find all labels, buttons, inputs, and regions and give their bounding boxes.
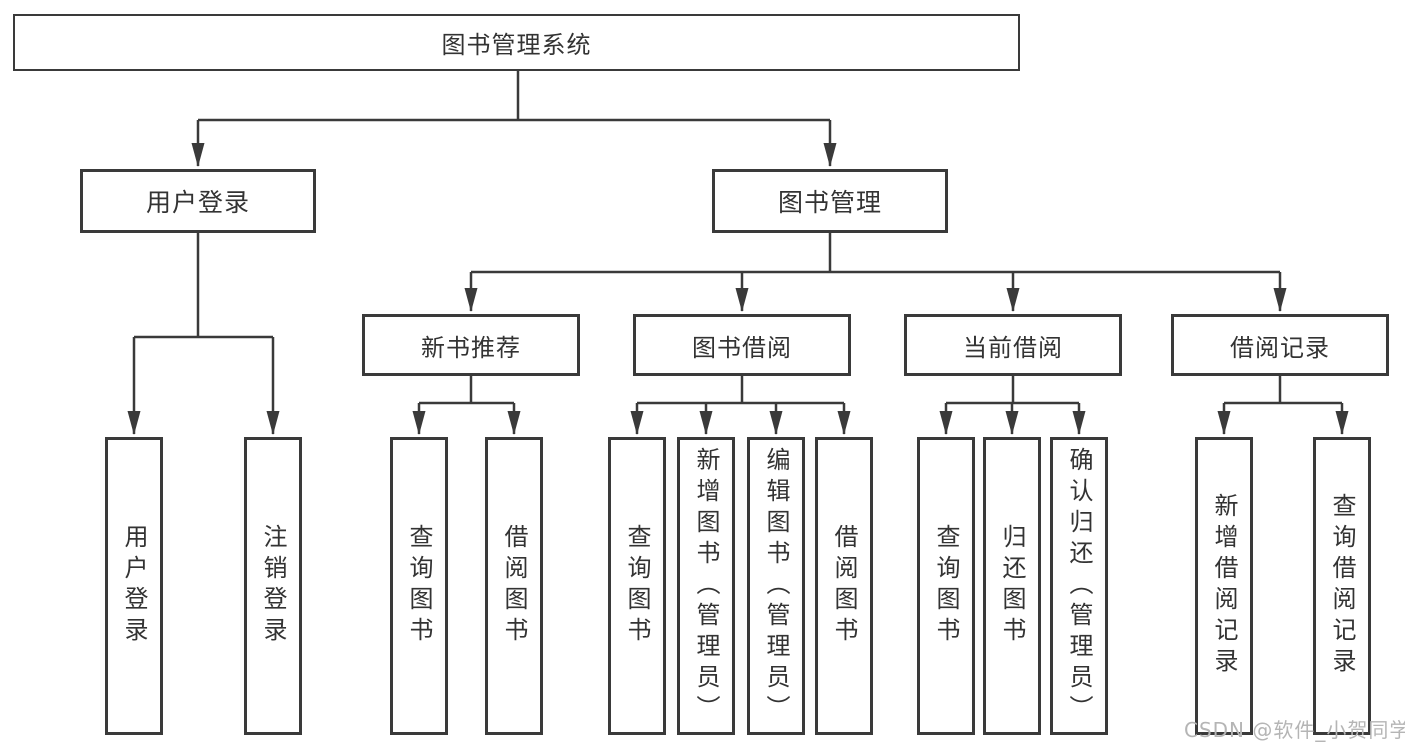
leaf-return-books: 归还图书 bbox=[983, 437, 1041, 735]
leaf-borrow-books-recommend: 借阅图书 bbox=[485, 437, 543, 735]
csdn-watermark: CSDN @软件_小贺同学 bbox=[1184, 718, 1405, 742]
leaf-query-books-current: 查询图书 bbox=[917, 437, 975, 735]
leaf-add-books-admin: 新增图书（管理员） bbox=[677, 437, 735, 735]
leaf-query-borrow-record: 查询借阅记录 bbox=[1313, 437, 1371, 735]
node-user-login: 用户登录 bbox=[80, 169, 316, 233]
node-book-management: 图书管理 bbox=[712, 169, 948, 233]
leaf-logout: 注销登录 bbox=[244, 437, 302, 735]
node-borrow-records: 借阅记录 bbox=[1171, 314, 1389, 376]
node-current-borrow: 当前借阅 bbox=[904, 314, 1122, 376]
leaf-user-login: 用户登录 bbox=[105, 437, 163, 735]
node-new-book-recommend: 新书推荐 bbox=[362, 314, 580, 376]
leaf-edit-books-admin: 编辑图书（管理员） bbox=[747, 437, 805, 735]
leaf-borrow-books: 借阅图书 bbox=[815, 437, 873, 735]
leaf-query-books-recommend: 查询图书 bbox=[390, 437, 448, 735]
leaf-query-books-borrow: 查询图书 bbox=[608, 437, 666, 735]
node-book-borrow: 图书借阅 bbox=[633, 314, 851, 376]
leaf-add-borrow-record: 新增借阅记录 bbox=[1195, 437, 1253, 735]
leaf-confirm-return-admin: 确认归还（管理员） bbox=[1050, 437, 1108, 735]
node-root-system: 图书管理系统 bbox=[13, 14, 1020, 71]
